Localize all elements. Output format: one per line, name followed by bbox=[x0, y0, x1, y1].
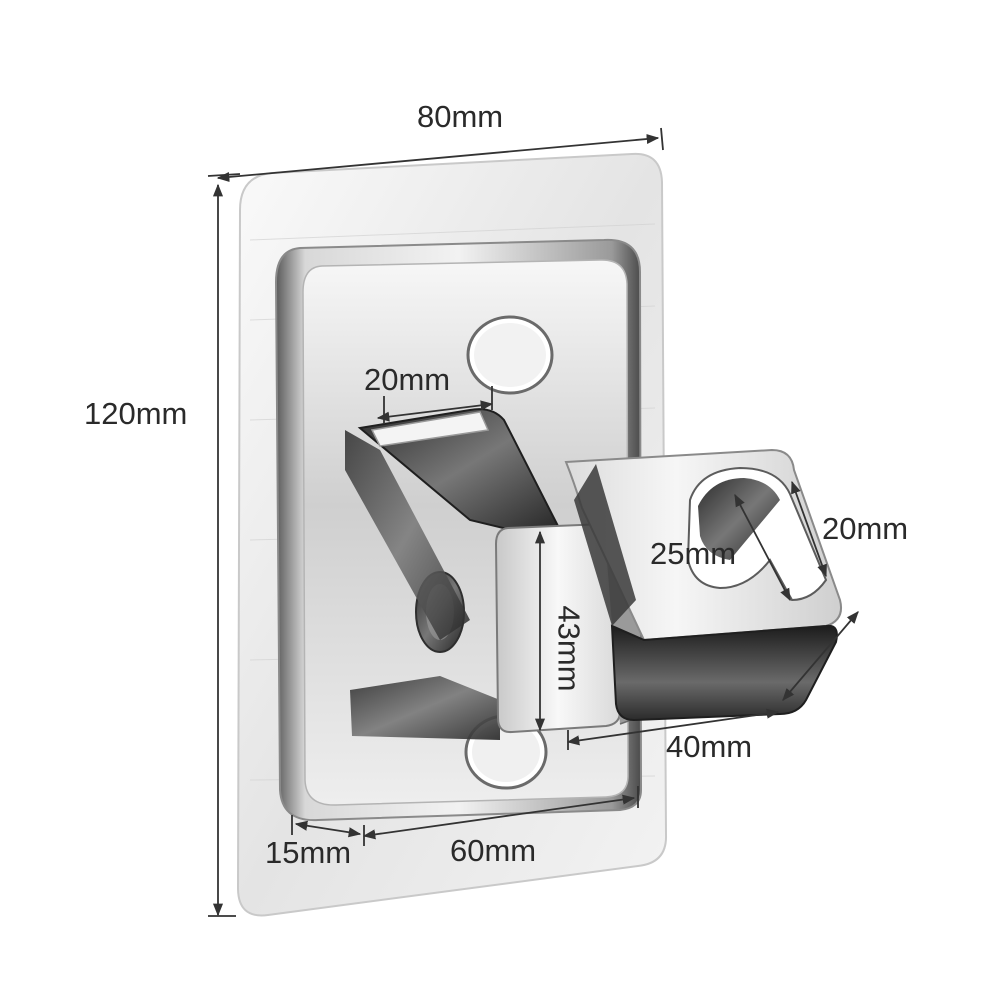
plate-width-label: 80mm bbox=[417, 99, 504, 134]
dim-line-20mm-opening bbox=[791, 480, 827, 578]
clamp-block-height-label: 43mm bbox=[551, 605, 587, 692]
base-offset-label: 15mm bbox=[265, 835, 352, 870]
plate-height-label: 120mm bbox=[84, 396, 188, 431]
pivot-arm bbox=[345, 408, 562, 740]
base-width-label: 60mm bbox=[450, 833, 537, 868]
dim-line-80mm bbox=[216, 134, 660, 182]
clamp-depth-label: 40mm bbox=[666, 729, 753, 764]
dimension-lines bbox=[207, 127, 859, 917]
dim-line-60mm bbox=[362, 794, 636, 840]
dim-line-25mm bbox=[734, 493, 791, 602]
dim-line-15mm bbox=[294, 820, 362, 838]
clamp-opening-label: 20mm bbox=[822, 511, 909, 546]
dim-line-40mm bbox=[566, 708, 780, 746]
slot-width-label: 20mm bbox=[364, 362, 451, 397]
hole-diameter-label: 25mm bbox=[650, 536, 737, 571]
dim-line-20mm-slot bbox=[376, 400, 494, 422]
